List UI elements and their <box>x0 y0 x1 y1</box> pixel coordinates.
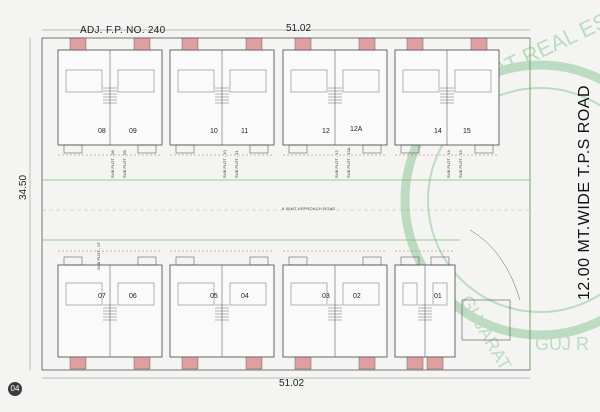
unit-number: 03 <box>322 293 330 300</box>
balcony <box>249 256 269 266</box>
subplot-label: SUB PLOT - 15 <box>458 150 463 178</box>
approach-road-label: 9.00MT APPROACH ROAD <box>282 206 336 211</box>
unit-number: 10 <box>210 128 218 135</box>
unit-number: 09 <box>129 128 137 135</box>
service-shaft <box>294 37 312 51</box>
guard-room <box>461 299 511 341</box>
unit-number: 08 <box>98 128 106 135</box>
balcony <box>400 256 420 266</box>
svg-text:GUJ R: GUJ R <box>535 334 589 354</box>
subplot-label: SUB PLOT - 10 <box>222 150 227 178</box>
unit-number: 06 <box>129 293 137 300</box>
service-shaft <box>133 356 151 370</box>
service-shaft <box>181 356 199 370</box>
unit-number: 11 <box>241 128 249 135</box>
room-outline <box>342 282 380 306</box>
unit-number: 02 <box>353 293 361 300</box>
room-outline <box>432 282 448 306</box>
room-outline <box>117 69 155 93</box>
top-dimension: 51.02 <box>286 23 312 34</box>
balcony <box>137 256 157 266</box>
service-shaft <box>245 356 263 370</box>
adjacent-plot-label: ADJ. F.P. NO. 240 <box>80 25 166 36</box>
room-outline <box>290 282 328 306</box>
room-outline <box>65 282 103 306</box>
balcony <box>63 256 83 266</box>
room-outline <box>117 282 155 306</box>
room-outline <box>65 69 103 93</box>
room-outline <box>402 69 440 93</box>
subplot-label: SUB PLOT - 12 <box>334 150 339 178</box>
service-shaft <box>181 37 199 51</box>
unit-number: 12 <box>322 128 330 135</box>
service-shaft <box>69 37 87 51</box>
room-outline <box>177 69 215 93</box>
balcony <box>63 144 83 154</box>
balcony <box>474 144 494 154</box>
room-outline <box>177 282 215 306</box>
balcony <box>362 256 382 266</box>
bottom-dimension: 51.02 <box>279 378 305 389</box>
service-shaft <box>406 356 424 370</box>
room-outline <box>402 282 418 306</box>
balcony <box>400 144 420 154</box>
room-outline <box>229 69 267 93</box>
service-shaft <box>426 356 444 370</box>
unit-number: 01 <box>434 293 442 300</box>
service-shaft <box>294 356 312 370</box>
balcony <box>249 144 269 154</box>
service-shaft <box>133 37 151 51</box>
service-shaft <box>245 37 263 51</box>
unit-number: 15 <box>463 128 471 135</box>
service-shaft <box>69 356 87 370</box>
subplot-label: SUB PLOT - 12A <box>346 147 351 178</box>
unit-number: 04 <box>241 293 249 300</box>
room-outline <box>229 282 267 306</box>
balcony <box>288 144 308 154</box>
road-label: 12.00 MT.WIDE T.P.S ROAD <box>576 84 593 300</box>
balcony <box>175 144 195 154</box>
service-shaft <box>358 356 376 370</box>
balcony <box>362 144 382 154</box>
unit-number: 14 <box>434 128 442 135</box>
balcony <box>137 144 157 154</box>
balcony <box>175 256 195 266</box>
subplot-label: SUB PLOT - 14 <box>446 150 451 178</box>
service-shaft <box>470 37 488 51</box>
balcony <box>430 256 450 266</box>
subplot-label: SUB PLOT - 08 <box>110 150 115 178</box>
side-dimension: 34.50 <box>18 174 29 200</box>
subplot-label: SUB PLOT - 07 <box>96 242 101 270</box>
room-outline <box>290 69 328 93</box>
page-number-badge: 04 <box>8 382 22 396</box>
service-shaft <box>358 37 376 51</box>
subplot-label: SUB PLOT - 11 <box>234 150 239 178</box>
subplot-label: SUB PLOT - 09 <box>122 150 127 178</box>
room-outline <box>342 69 380 93</box>
balcony <box>288 256 308 266</box>
entry-arc <box>469 229 521 301</box>
unit-number: 12A <box>350 126 363 133</box>
building-blocks <box>57 37 500 370</box>
unit-number: 05 <box>210 293 218 300</box>
service-shaft <box>406 37 424 51</box>
unit-number: 07 <box>98 293 106 300</box>
room-outline <box>454 69 492 93</box>
